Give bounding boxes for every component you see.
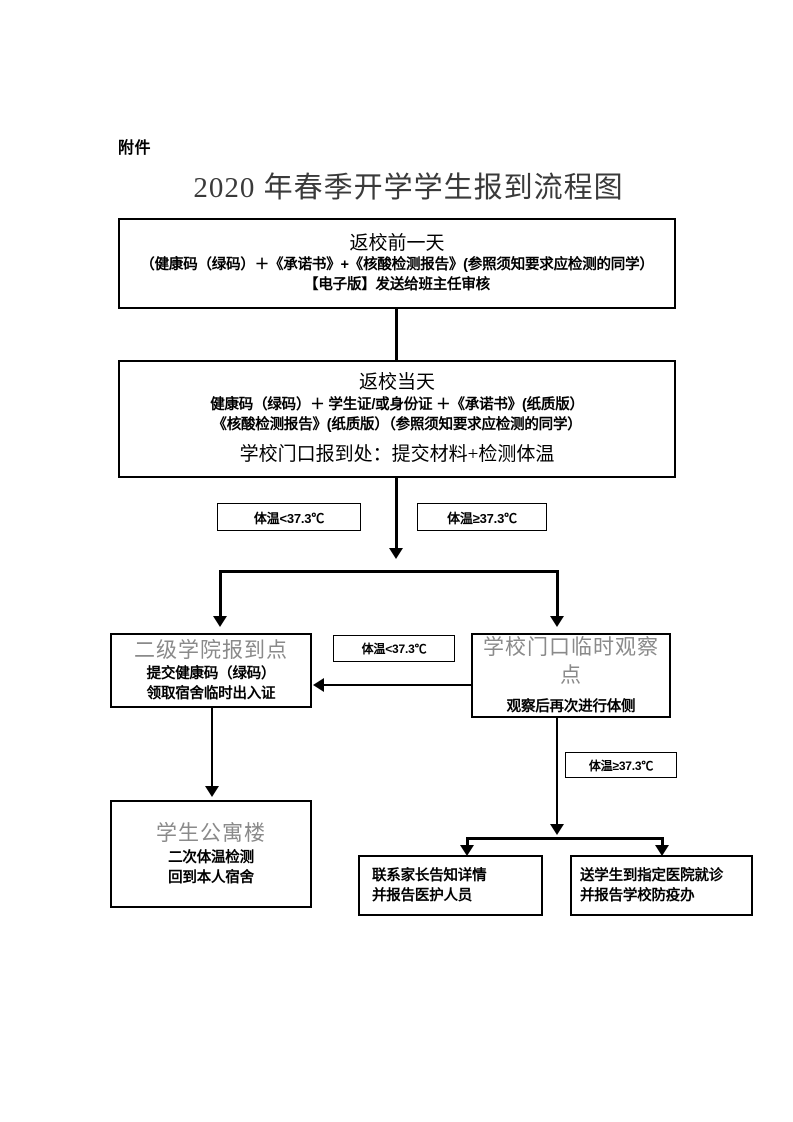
arrow-observation-trunk xyxy=(550,824,564,835)
connector-return-day-trunk xyxy=(395,478,398,550)
node-return-day: 返校当天 健康码（绿码）＋ 学生证/或身份证 ＋《承诺书》(纸质版） 《核酸检测… xyxy=(118,360,676,478)
connector-pre-return-to-return-day xyxy=(395,309,398,360)
node-college-report-point: 二级学院报到点 提交健康码（绿码） 领取宿舍临时出入证 xyxy=(110,633,312,708)
node-observation-heading: 学校门口临时观察点 xyxy=(483,635,659,687)
node-notify-parent: 联系家长告知详情 并报告医护人员 xyxy=(358,855,543,916)
node-return-day-line3: 学校门口报到处：提交材料+检测体温 xyxy=(239,443,555,465)
arrow-to-college-point xyxy=(213,616,227,627)
node-student-dormitory: 学生公寓楼 二次体温检测 回到本人宿舍 xyxy=(110,800,312,908)
node-return-day-heading: 返校当天 xyxy=(358,371,435,393)
arrow-to-observation-point xyxy=(550,616,564,627)
connector-bottom-split-left xyxy=(466,837,469,851)
connector-split-horizontal xyxy=(219,570,559,573)
label-temp-low-mid: 体温<37.3℃ xyxy=(333,635,455,662)
node-hospital-line1: 送学生到指定医院就诊 xyxy=(580,867,723,884)
connector-bottom-split-right xyxy=(661,837,664,851)
node-return-day-line1: 健康码（绿码）＋ 学生证/或身份证 ＋《承诺书》(纸质版） xyxy=(210,396,584,413)
node-hospital-line2: 并报告学校防疫办 xyxy=(580,887,695,904)
node-send-to-hospital: 送学生到指定医院就诊 并报告学校防疫办 xyxy=(570,855,753,916)
label-temp-high-mid: 体温≥37.3℃ xyxy=(565,752,677,778)
node-pre-return-heading: 返校前一天 xyxy=(349,232,445,254)
page-title: 2020 年春季开学学生报到流程图 xyxy=(193,172,624,204)
attachment-label: 附件 xyxy=(118,140,152,157)
arrow-college-to-dormitory xyxy=(205,786,219,797)
connector-observation-trunk xyxy=(556,718,558,826)
node-return-day-line2: 《核酸检测报告》(纸质版）（参照须知要求应检测的同学） xyxy=(212,416,582,433)
node-observation-line1: 观察后再次进行体侧 xyxy=(506,698,636,715)
arrow-observation-to-college xyxy=(313,678,324,692)
node-college-report-line1: 提交健康码（绿码） xyxy=(146,666,276,683)
node-dormitory-heading: 学生公寓楼 xyxy=(156,821,266,846)
node-dormitory-line1: 二次体温检测 xyxy=(168,849,254,866)
node-notify-parent-line1: 联系家长告知详情 xyxy=(372,867,487,884)
node-pre-return-line2: 【电子版】发送给班主任审核 xyxy=(304,277,490,294)
connector-split-left xyxy=(219,570,222,618)
connector-college-to-dormitory xyxy=(211,708,213,786)
node-college-report-heading: 二级学院报到点 xyxy=(134,637,288,662)
arrow-to-notify-parent xyxy=(460,845,474,856)
connector-observation-to-college xyxy=(324,684,471,686)
label-temp-high-top: 体温≥37.3℃ xyxy=(417,503,547,531)
node-temporary-observation-point: 学校门口临时观察点 观察后再次进行体侧 xyxy=(471,633,671,718)
node-pre-return-line1: （健康码（绿码）＋《承诺书》+《核酸检测报告》(参照须知要求应检测的同学） xyxy=(140,257,654,274)
node-notify-parent-line2: 并报告医护人员 xyxy=(372,887,473,904)
label-temp-low-top: 体温<37.3℃ xyxy=(217,503,361,531)
connector-split-right xyxy=(556,570,559,618)
node-college-report-line2: 领取宿舍临时出入证 xyxy=(146,686,276,703)
arrow-to-hospital xyxy=(655,845,669,856)
node-pre-return-day: 返校前一天 （健康码（绿码）＋《承诺书》+《核酸检测报告》(参照须知要求应检测的… xyxy=(118,218,676,309)
node-dormitory-line2: 回到本人宿舍 xyxy=(168,869,254,886)
arrow-return-day-trunk xyxy=(389,548,403,559)
connector-bottom-split-horizontal xyxy=(466,837,664,840)
